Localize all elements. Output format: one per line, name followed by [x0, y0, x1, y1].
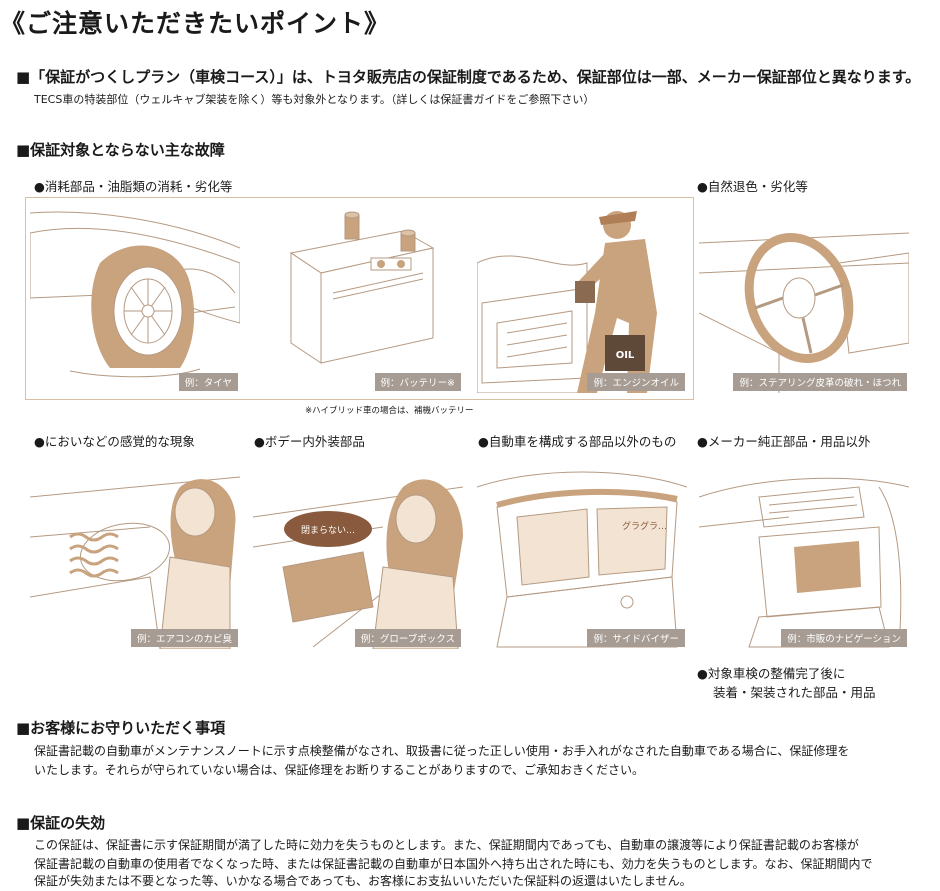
expiry-line3: 保証が失効または不要となった等、いかなる場合であっても、お客様にお支払いいただい…: [34, 874, 692, 888]
glovebox-caption: 例：グローブボックス: [354, 629, 461, 647]
battery-caption: 例：バッテリー※: [374, 373, 461, 391]
non-genuine-label: ●メーカー純正部品・用品以外: [697, 434, 871, 449]
obligations-line1: 保証書記載の自動車がメンテナンスノートに示す点検整備がなされ、取扱書に従った正し…: [34, 744, 850, 758]
glovebox-illustration: 閉まらない… 例：グローブボックス: [253, 457, 463, 649]
expiry-line1: この保証は、保証書に示す保証期間が満了した時に効力を失うものとします。また、保証…: [34, 838, 859, 852]
after-inspection-line1: ●対象車検の整備完了後に: [697, 666, 846, 681]
expiry-line2: 保証書記載の自動車の使用者でなくなった時、または保証書記載の自動車が日本国外へ持…: [34, 857, 873, 871]
aircon-illustration: 例：エアコンのカビ臭: [30, 457, 240, 649]
steering-illustration: 例：ステアリング皮革の破れ・ほつれ: [699, 203, 909, 393]
non-part-label: ●自動車を構成する部品以外のもの: [478, 434, 677, 449]
oil-can-text: OIL: [616, 350, 635, 361]
navi-caption: 例：市販のナビゲーション: [781, 629, 907, 647]
visor-caption: 例：サイドバイザー: [587, 629, 685, 647]
hybrid-note: ※ハイブリッド車の場合は、補機バッテリー: [305, 406, 474, 416]
aircon-caption: 例：エアコンのカビ臭: [130, 629, 238, 647]
body-parts-label: ●ボデー内外装部品: [254, 434, 365, 449]
battery-illustration: 例：バッテリー※: [253, 203, 463, 393]
after-inspection-line2: 装着・架装された部品・用品: [713, 685, 876, 700]
page-title: 《ご注意いただきたいポイント》: [0, 9, 391, 38]
warranty-expiry-heading: ■保証の失効: [16, 814, 106, 832]
consumables-label: ●消耗部品・油脂類の消耗・劣化等: [34, 179, 233, 194]
not-covered-heading: ■保証対象とならない主な故障: [16, 141, 225, 159]
fading-label: ●自然退色・劣化等: [697, 179, 808, 194]
warranty-plan-heading: ■「保証がつくしプラン（車検コース）」は、トヨタ販売店の保証制度であるため、保証…: [16, 68, 921, 86]
steering-caption: 例：ステアリング皮革の破れ・ほつれ: [733, 373, 907, 391]
visor-illustration: グラグラ… 例：サイドバイザー: [477, 457, 687, 649]
rattle-text: グラグラ…: [622, 520, 667, 532]
tire-illustration: 例：タイヤ: [30, 203, 240, 393]
smell-label: ●においなどの感覚的な現象: [34, 434, 195, 449]
tecs-note: TECS車の特装部位（ウェルキャブ架装を除く）等も対象外となります。（詳しくは保…: [34, 93, 595, 106]
navi-illustration: 例：市販のナビゲーション: [699, 457, 909, 649]
engine-oil-illustration: OIL 例：エンジンオイル: [477, 203, 687, 393]
customer-obligations-heading: ■お客様にお守りいただく事項: [16, 719, 226, 737]
obligations-line2: いたします。それらが守られていない場合は、保証修理をお断りすることがありますので…: [34, 763, 644, 777]
consumables-frame: [25, 197, 694, 400]
oil-caption: 例：エンジンオイル: [587, 373, 685, 391]
tire-caption: 例：タイヤ: [178, 373, 238, 391]
bubble-text: 閉まらない…: [301, 525, 355, 536]
